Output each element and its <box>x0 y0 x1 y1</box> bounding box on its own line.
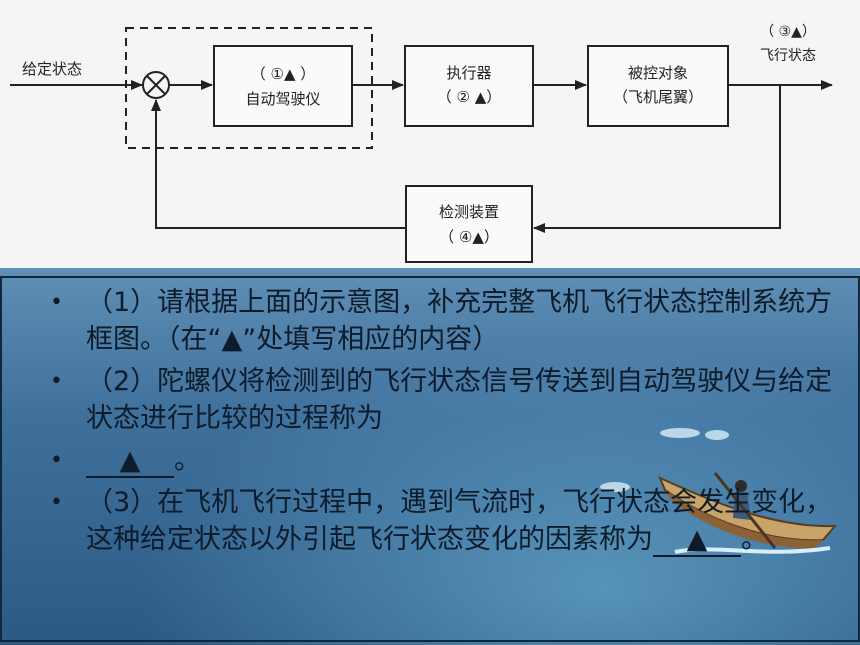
question-text: （1）请根据上面的示意图，补充完整飞机飞行状态控制系统方框图。（在“▲”处填写相… <box>86 287 833 355</box>
feedback-arrow-to-junction <box>151 99 406 229</box>
controller-slot: （ ①▲ ） <box>251 65 316 83</box>
question-item: • ▲。 <box>50 442 840 479</box>
boat-illustration <box>655 448 845 568</box>
question-end-punct: 。 <box>741 524 768 555</box>
controller-name: 自动驾驶仪 <box>245 90 320 108</box>
actuator-block <box>404 45 534 127</box>
output-label: 飞行状态 <box>760 48 816 64</box>
block-diagram-svg: 给定状态 （ ①▲ ） 自动驾驶仪 执行器 （ ② ▲） 被控对象 （飞机尾翼）… <box>10 24 833 263</box>
feedback-arrow-to-sensor <box>533 85 781 233</box>
answer-blank[interactable]: ▲ <box>653 525 741 557</box>
actuator-slot: （ ② ▲） <box>437 88 502 106</box>
question-text: （3）在飞机飞行过程中，遇到气流时，飞行状态会发生变化，这种给定状态以外引起飞行… <box>86 487 833 555</box>
bullet-icon: • <box>50 448 63 473</box>
input-label: 给定状态 <box>22 60 82 78</box>
plant-name: 被控对象 <box>628 64 688 82</box>
summing-junction <box>142 71 170 99</box>
controller-dashed-boundary <box>125 27 373 149</box>
wave-decoration <box>660 428 700 438</box>
bullet-icon: • <box>50 290 63 315</box>
sensor-block <box>405 185 533 263</box>
question-text: （2）陀螺仪将检测到的飞行状态信号传送到自动驾驶仪与给定状态进行比较的过程称为 <box>86 366 833 434</box>
plant-block <box>587 45 729 127</box>
wave-decoration <box>705 430 729 440</box>
wave-decoration <box>600 482 630 492</box>
sensor-name: 检测装置 <box>439 203 499 221</box>
question-item: • （1）请根据上面的示意图，补充完整飞机飞行状态控制系统方框图。（在“▲”处填… <box>50 284 840 358</box>
question-list: • （1）请根据上面的示意图，补充完整飞机飞行状态控制系统方框图。（在“▲”处填… <box>50 284 840 563</box>
bullet-icon: • <box>50 490 63 515</box>
question-item: • （3）在飞机飞行过程中，遇到气流时，飞行状态会发生变化，这种给定状态以外引起… <box>50 484 840 558</box>
output-slot: （ ③▲） <box>760 24 816 40</box>
sensor-slot: （ ④▲） <box>439 228 499 246</box>
controller-block <box>213 45 353 127</box>
question-item: • （2）陀螺仪将检测到的飞行状态信号传送到自动驾驶仪与给定状态进行比较的过程称… <box>50 363 840 437</box>
bullet-icon: • <box>50 369 63 394</box>
answer-blank[interactable]: ▲ <box>86 446 174 478</box>
plant-sub: （飞机尾翼） <box>613 88 703 106</box>
question-slide: • （1）请根据上面的示意图，补充完整飞机飞行状态控制系统方框图。（在“▲”处填… <box>0 268 860 645</box>
question-end-punct: 。 <box>174 445 201 476</box>
control-system-diagram: 给定状态 （ ①▲ ） 自动驾驶仪 执行器 （ ② ▲） 被控对象 （飞机尾翼）… <box>0 0 860 268</box>
actuator-name: 执行器 <box>446 64 491 82</box>
